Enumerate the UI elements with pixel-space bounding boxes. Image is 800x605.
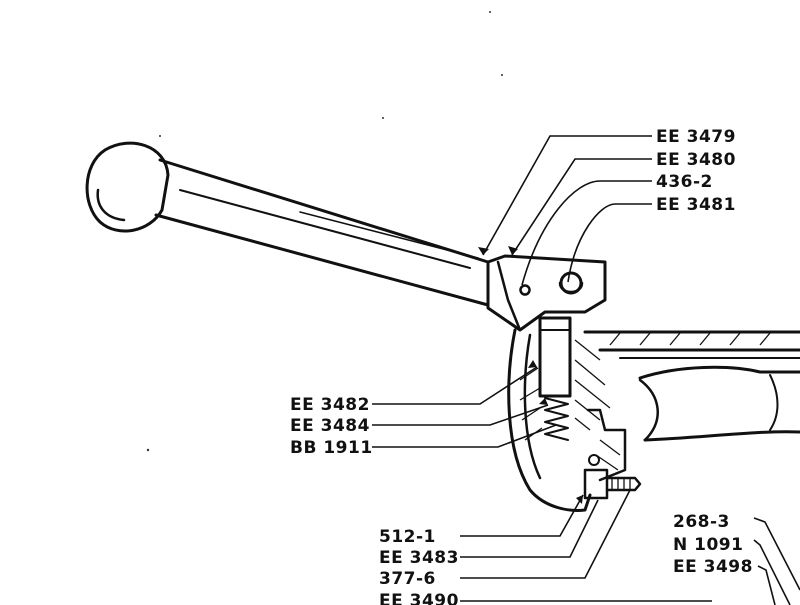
label-ee3490: EE 3490 <box>379 591 459 605</box>
label-ee3482: EE 3482 <box>290 395 370 415</box>
label-512-1: 512-1 <box>379 527 436 547</box>
label-ee3479: EE 3479 <box>656 127 736 147</box>
label-377-6: 377-6 <box>379 569 436 589</box>
label-n1091: N 1091 <box>673 535 743 555</box>
label-ee3483: EE 3483 <box>379 548 459 568</box>
lever-handle <box>85 141 490 307</box>
label-ee3480: EE 3480 <box>656 150 736 170</box>
label-bb1911: BB 1911 <box>290 438 373 458</box>
label-436-2: 436-2 <box>656 172 713 192</box>
label-ee3498: EE 3498 <box>673 557 753 577</box>
pivot-bracket <box>486 254 607 332</box>
label-ee3484: EE 3484 <box>290 416 370 436</box>
paper-specks <box>146 11 503 452</box>
part-labels: EE 3479 EE 3480 436-2 EE 3481 EE 3482 EE… <box>290 127 753 605</box>
label-268-3: 268-3 <box>673 512 730 532</box>
leader-lines <box>372 135 800 605</box>
housing-section <box>507 316 800 512</box>
label-ee3481: EE 3481 <box>656 195 736 215</box>
